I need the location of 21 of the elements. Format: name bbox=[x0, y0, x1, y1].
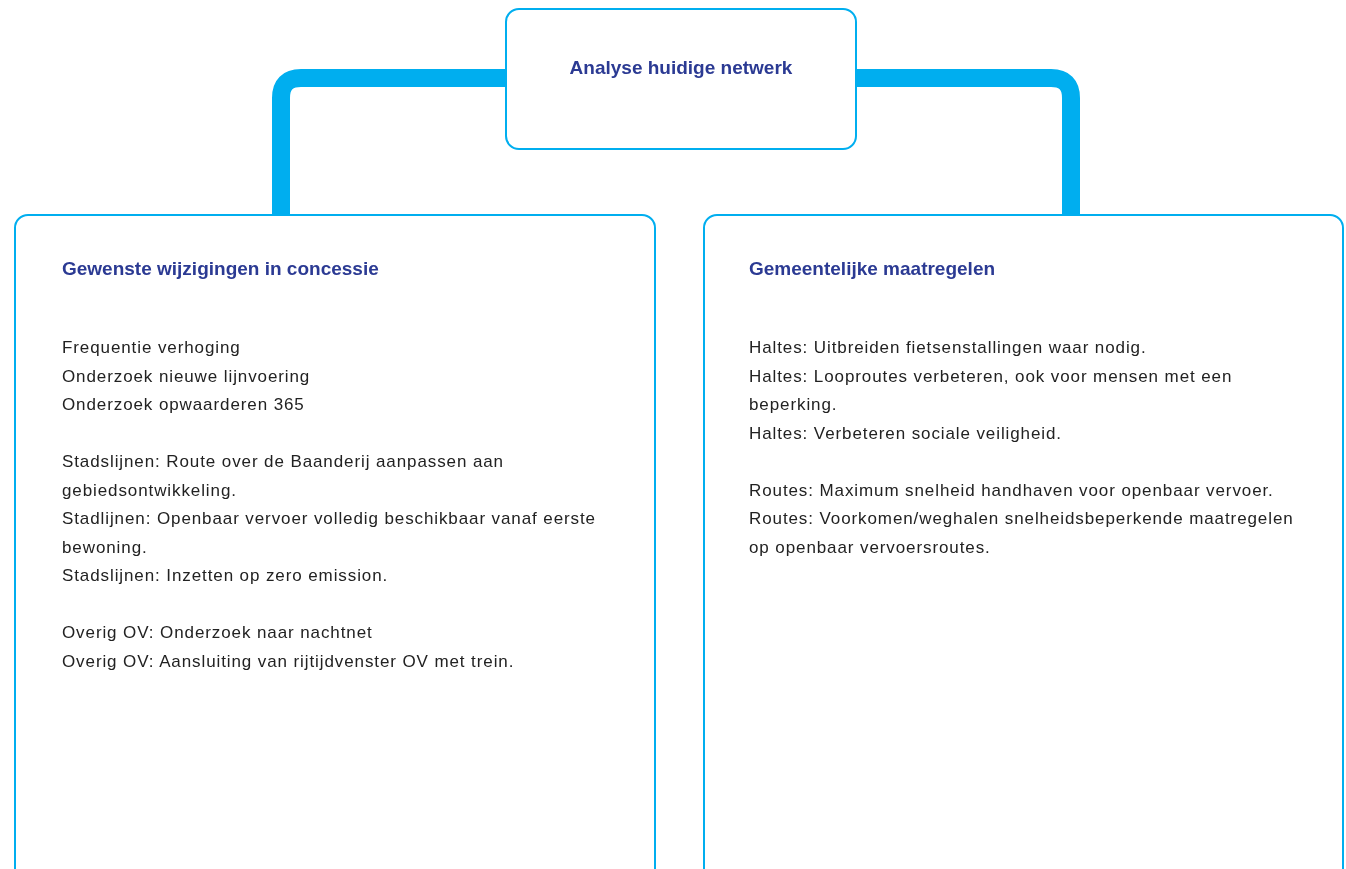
list-item: Stadslijnen: Route over de Baanderij aanpassen aan gebiedsontwikkeling. bbox=[62, 451, 505, 502]
text-box bbox=[14, 214, 656, 869]
list-item: Overig OV: Aansluiting van rijtijdvenster OV met trein. bbox=[62, 650, 516, 673]
connector-line bbox=[272, 69, 505, 214]
list-item: Routes: Voorkomen/weghalen snelheidsbeperkende maatregelen op openbaar vervoersroutes. bbox=[749, 508, 1295, 559]
list-item: Onderzoek opwaarderen 365 bbox=[62, 394, 306, 416]
list-item: Haltes: Verbeteren sociale veiligheid. bbox=[749, 422, 1063, 445]
connector-line bbox=[857, 69, 1080, 214]
list-item: Routes: Maximum snelheid handhaven voor openbaar vervoer. bbox=[749, 479, 1275, 502]
list-item: Haltes: Looproutes verbeteren, ook voor mensen met een beperking. bbox=[749, 365, 1234, 416]
text-box bbox=[703, 214, 1344, 869]
list-item: Onderzoek nieuwe lijnvoering bbox=[62, 365, 312, 388]
list-item: Stadlijnen: Openbaar vervoer volledig beschikbaar vanaf eerste bewoning. bbox=[62, 508, 597, 559]
box-heading: Gewenste wijzigingen in concessie bbox=[62, 258, 379, 280]
list-item: Overig OV: Onderzoek naar nachtnet bbox=[62, 622, 374, 644]
box-heading: Gemeentelijke maatregelen bbox=[749, 258, 996, 280]
list-item: Stadslijnen: Inzetten op zero emission. bbox=[62, 565, 390, 587]
list-item: Haltes: Uitbreiden fietsenstallingen waar nodig. bbox=[749, 337, 1148, 359]
box-heading: Analyse huidige netwerk bbox=[568, 57, 794, 79]
text-box bbox=[505, 8, 857, 150]
list-item: Frequentie verhoging bbox=[62, 337, 242, 359]
